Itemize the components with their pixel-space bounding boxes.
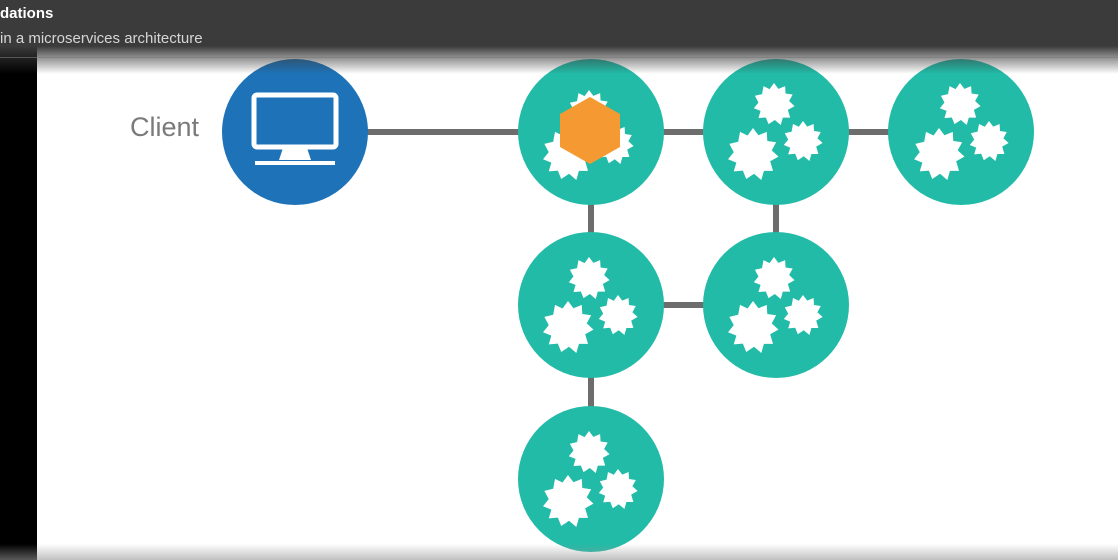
service-node-svc-1 xyxy=(518,59,664,205)
client-label: Client xyxy=(130,112,200,142)
connectors xyxy=(366,129,891,412)
client-node xyxy=(222,59,368,205)
service-node-svc-5 xyxy=(703,232,849,378)
video-title-overlay: dations in a microservices architecture xyxy=(0,0,1118,74)
divider xyxy=(0,57,1118,58)
hexagon-icon xyxy=(560,97,620,164)
service-node-svc-2 xyxy=(703,59,849,205)
video-subtitle: in a microservices architecture xyxy=(0,30,203,47)
service-node-svc-4 xyxy=(518,232,664,378)
monitor-icon xyxy=(251,92,339,165)
video-title: dations xyxy=(0,5,54,22)
service-node-svc-6 xyxy=(518,406,664,552)
service-node-svc-3 xyxy=(888,59,1034,205)
player-controls-fade xyxy=(0,544,1118,560)
